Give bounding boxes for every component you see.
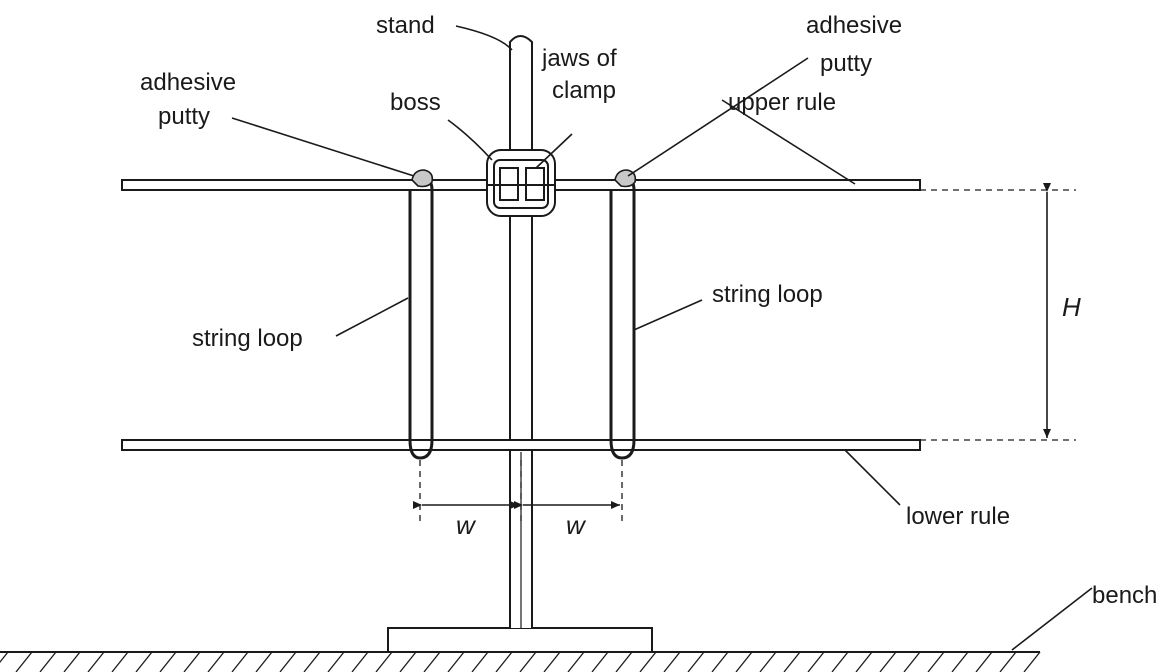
hatch-line — [231, 651, 249, 672]
hatch-line — [975, 651, 993, 672]
adhesive-putty-left — [411, 169, 434, 188]
hatch-line — [951, 651, 969, 672]
hatch-line — [111, 651, 129, 672]
label-height: H — [1062, 292, 1081, 322]
hatch-line — [375, 651, 393, 672]
hatch-line — [495, 651, 513, 672]
label-adhesive-putty-right-line1: adhesive — [806, 12, 902, 39]
hatch-line — [15, 651, 33, 672]
label-lower-rule: lower rule — [906, 503, 1010, 530]
hatch-line — [687, 651, 705, 672]
hatch-line — [255, 651, 273, 672]
hatch-line — [471, 651, 489, 672]
bench-hatching — [0, 651, 1041, 672]
hatch-line — [567, 651, 585, 672]
hatch-line — [663, 651, 681, 672]
label-jaws-line1: jaws of — [541, 45, 617, 72]
hatch-line — [783, 651, 801, 672]
lower-rule — [121, 439, 921, 451]
hatch-line — [615, 651, 633, 672]
hatch-line — [831, 651, 849, 672]
hatch-line — [903, 651, 921, 672]
hatch-line — [135, 651, 153, 672]
leader-lines — [231, 25, 1093, 651]
label-adhesive-putty-left-line2: putty — [158, 103, 210, 130]
label-adhesive-putty-left-line1: adhesive — [140, 69, 236, 96]
width-dimensions — [413, 460, 623, 524]
label-upper-rule: upper rule — [728, 89, 836, 116]
hatch-line — [639, 651, 657, 672]
hatch-line — [543, 651, 561, 672]
hatch-line — [399, 651, 417, 672]
hatch-line — [711, 651, 729, 672]
hatch-line — [591, 651, 609, 672]
label-adhesive-putty-right-line2: putty — [820, 50, 872, 77]
hatch-line — [87, 651, 105, 672]
hatch-line — [303, 651, 321, 672]
hatch-line — [807, 651, 825, 672]
hatch-line — [159, 651, 177, 672]
string-loop-left — [408, 176, 434, 460]
hatch-line — [855, 651, 873, 672]
hatch-line — [519, 651, 537, 672]
hatch-line — [1023, 651, 1041, 672]
hatch-line — [423, 651, 441, 672]
label-boss: boss — [390, 89, 441, 116]
label-jaws-line2: clamp — [552, 77, 616, 104]
label-width-right: w — [566, 510, 587, 540]
label-string-loop-left: string loop — [192, 325, 303, 352]
hatch-line — [927, 651, 945, 672]
hatch-line — [351, 651, 369, 672]
height-dimension — [920, 183, 1076, 441]
label-string-loop-right: string loop — [712, 281, 823, 308]
stand-rod — [509, 35, 533, 628]
hatch-line — [999, 651, 1017, 672]
hatch-line — [39, 651, 57, 672]
label-width-left: w — [456, 510, 477, 540]
label-stand: stand — [376, 12, 435, 39]
hatch-line — [447, 651, 465, 672]
hatch-line — [279, 651, 297, 672]
string-loop-right — [609, 176, 636, 460]
hatch-line — [207, 651, 225, 672]
hatch-line — [0, 651, 9, 664]
stand-base — [387, 627, 653, 653]
hatch-line — [327, 651, 345, 672]
hatch-line — [63, 651, 81, 672]
hatch-line — [183, 651, 201, 672]
hatch-line — [735, 651, 753, 672]
bench — [0, 651, 1041, 672]
hatch-line — [759, 651, 777, 672]
hatch-line — [879, 651, 897, 672]
label-bench: bench — [1092, 582, 1157, 609]
